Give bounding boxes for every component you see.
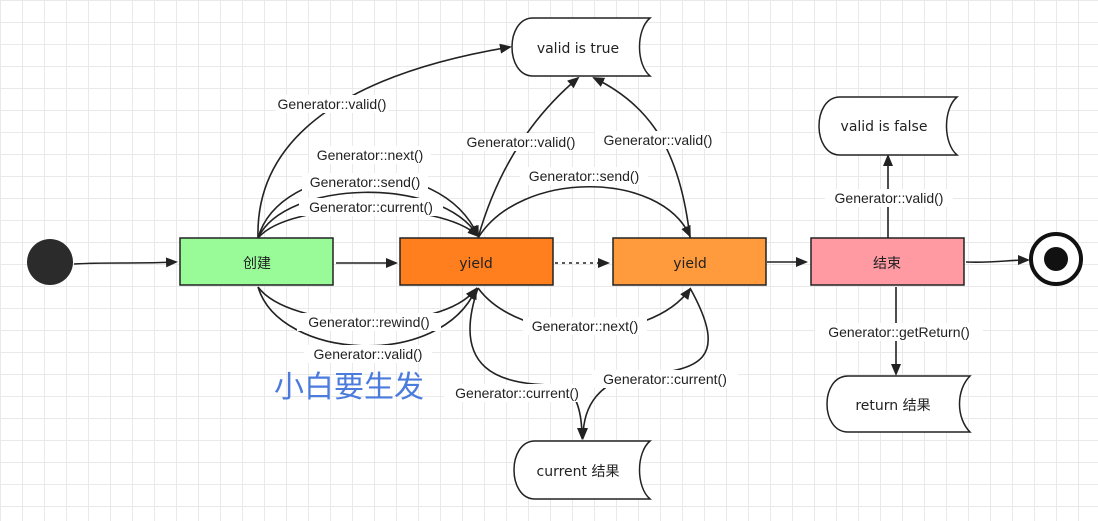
- label-yield1-valid: Generator::valid(): [467, 134, 576, 150]
- valid-false-store: valid is false: [818, 96, 960, 156]
- edge-yield1-current: [469, 287, 587, 440]
- edge-yield1-validtrue: [477, 76, 580, 239]
- edge-yield2-current: [578, 287, 709, 440]
- return-result-label: return 结果: [855, 398, 930, 414]
- label-yield1-send: Generator::send(): [529, 168, 640, 184]
- valid-true-store: valid is true: [511, 17, 653, 77]
- label-create-next: Generator::next(): [317, 147, 424, 163]
- label-create-valid: Generator::valid(): [278, 96, 387, 112]
- yield2-node: [612, 237, 767, 286]
- edge-yield1-send: [477, 185, 691, 239]
- end-node-label: 结束: [873, 256, 901, 272]
- label-create-rewind: Generator::rewind(): [308, 314, 429, 330]
- valid-false-label: valid is false: [841, 119, 928, 135]
- edge-create-send: [257, 191, 480, 239]
- valid-true-label: valid is true: [537, 41, 619, 57]
- label-yield1-next: Generator::next(): [532, 318, 639, 334]
- current-result-store: current 结果: [513, 440, 653, 500]
- label-end-getreturn: Generator::getReturn(): [828, 324, 970, 340]
- label-end-valid: Generator::valid(): [835, 190, 944, 206]
- edge-yield2-validtrue: [592, 77, 691, 239]
- edge-end-final: [965, 255, 1030, 266]
- label-create-valid-bottom: Generator::valid(): [314, 346, 423, 362]
- end-node: [810, 237, 965, 286]
- current-result-label: current 结果: [537, 464, 620, 480]
- label-create-current: Generator::current(): [309, 199, 433, 215]
- yield1-node-label: yield: [459, 256, 493, 272]
- final-node: [1029, 232, 1083, 286]
- create-node-label: 创建: [243, 256, 271, 272]
- start-node: [27, 239, 73, 285]
- label-yield2-current: Generator::current(): [603, 371, 727, 387]
- edge-start-create: [73, 257, 178, 268]
- label-create-send: Generator::send(): [310, 174, 421, 190]
- yield2-node-label: yield: [673, 256, 707, 272]
- return-result-store: return 结果: [826, 375, 972, 433]
- create-node: [179, 237, 334, 286]
- watermark-text: 小白要生发: [274, 370, 424, 405]
- label-yield1-current: Generator::current(): [455, 385, 579, 401]
- label-yield2-valid: Generator::valid(): [604, 132, 713, 148]
- yield1-node: [399, 237, 554, 286]
